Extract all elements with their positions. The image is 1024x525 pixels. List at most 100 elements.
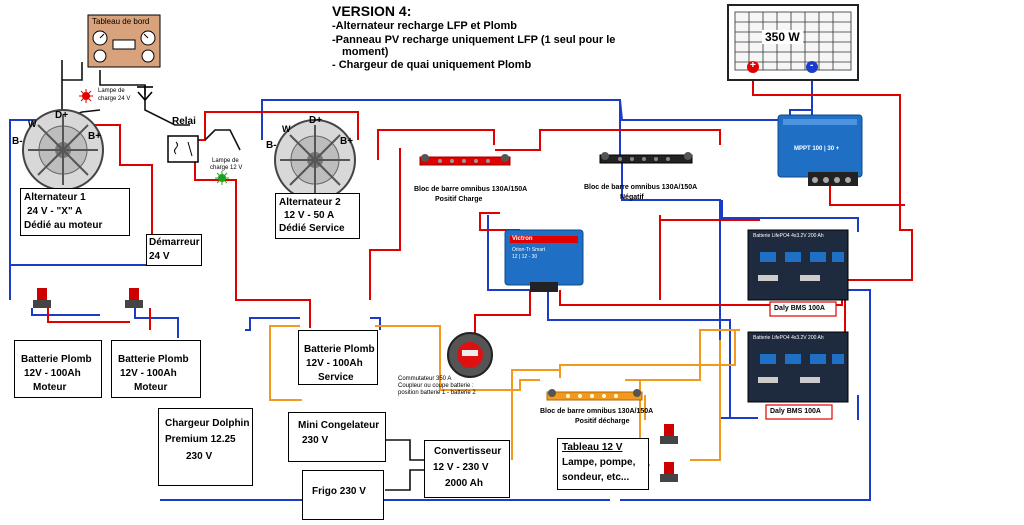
dashboard-title: Tableau de bord [92,17,150,26]
mppt-controller [777,114,863,186]
batt2-line-2: 12V - 100Ah [120,368,177,379]
lifepo-battery-2 [747,331,849,420]
batt1-line-3: Moteur [33,382,67,393]
switch-line-3: position batterie 1 - batterie 2 [398,390,476,396]
dashboard-panel [87,14,161,68]
alternator-2-box [275,193,360,239]
fridge-line-1: Frigo 230 V [312,486,366,497]
solar-plus-label: + [750,60,756,71]
batt2-line-1: Batterie Plomb [118,354,189,365]
mppt-label: MPPT 100 | 30 + [794,146,840,152]
dcdc-sub: 12 | 12 - 30 [512,254,538,260]
alt1-line-3: Dédié au moteur [24,220,103,231]
alt2-line-3: Dédié Service [279,223,345,234]
alt1-line-2: 24 V - "X" A [27,206,83,217]
battery-switch-1-icon [33,288,51,308]
alt1-terminal-bplus: B+ [88,131,102,142]
alt2-line-2: 12 V - 50 A [284,210,335,221]
lifepo2-bms: Daly BMS 100A [770,408,821,415]
solar-plus-terminal-icon [747,61,759,73]
relay-icon [167,135,199,163]
alt2-terminal-bminus: B- [266,140,277,151]
dcdc-brand: Victron [512,236,533,242]
batt2-line-3: Moteur [134,382,168,393]
solar-minus-label: - [810,60,814,71]
alt2-terminal-dplus: D+ [309,115,323,126]
busbar-neg-label-1: Bloc de barre omnibus 130A/150A [584,184,698,191]
starter-box [146,234,202,266]
busbar-pos-discharge-label-1: Bloc de barre omnibus 130A/150A [540,408,654,415]
panel12-line-1: Tableau 12 V [562,442,623,453]
freezer-line-1: Mini Congelateur [298,420,380,431]
battery-lead-motor-1 [14,340,102,398]
alt2-line-1: Alternateur 2 [279,197,341,208]
battery-selector-switch-icon [447,332,493,378]
alternator-1-icon [22,109,104,191]
lamp-12v-label-a: Lampe de [212,158,239,164]
batt-service-line-3: Service [318,372,354,383]
charge-lamp-24v-icon [79,89,93,103]
freezer-box [288,412,386,462]
busbar-positive-charge [419,154,511,166]
header-line-3: - Chargeur de quai uniquement Plomb [332,59,532,71]
header-title: VERSION 4: [332,3,412,19]
panel12-line-3: sondeur, etc... [562,472,630,483]
busbar-neg-label-2: Négatif [620,194,644,201]
charger-line-2: Premium 12.25 [165,434,236,445]
panel-12v-box [557,438,649,490]
signal-wires [59,60,425,491]
charge-lamp-12v-icon [215,171,229,185]
batt1-line-1: Batterie Plomb [21,354,92,365]
busbar-pos-charge-label-1: Bloc de barre omnibus 130A/150A [414,186,528,193]
alt1-terminal-dplus: D+ [55,110,69,121]
alt1-line-1: Alternateur 1 [24,192,86,203]
negative-wires [9,70,871,501]
inverter-box [424,440,510,498]
lifepo1-label: Batterie LifePO4 4x3.2V 200 Ah [753,233,824,239]
header-line-1: -Alternateur recharge LFP et Plomb [332,20,518,32]
batt-service-line-1: Batterie Plomb [304,344,375,355]
busbar-pos-discharge-label-2: Positif décharge [575,418,630,425]
inverter-line-1: Convertisseur [434,446,502,457]
charger-line-3: 230 V [186,451,213,462]
lifepo1-bms: Daly BMS 100A [774,305,825,312]
header-line-2a: -Panneau PV recharge uniquement LFP (1 s… [332,34,616,46]
alt1-terminal-w: W [28,119,37,129]
battery-lead-motor-2 [111,340,201,398]
fridge-box [302,470,384,520]
relay-label: Relai [172,116,196,127]
freezer-line-2: 230 V [302,435,329,446]
lifepo2-label: Batterie LifePO4 4x3.2V 200 Ah [753,335,824,341]
solar-power-label: 350 W [762,30,803,44]
dcdc-charger [504,229,584,292]
header-line-2b: moment) [342,46,389,58]
starter-line-2: 24 V [149,251,170,262]
panel-switch-2-icon [660,462,678,482]
busbar-negative [599,152,693,164]
solar-minus-terminal-icon [806,61,818,73]
battery-switch-2-icon [125,288,143,308]
switch-line-2: Coupleur ou coupe batterie : [398,383,474,389]
lifepo-battery-1 [747,229,849,317]
busbar-pos-charge-label-2: Positif Charge [435,196,483,203]
lamp-24v-label-b: charge 24 V [98,96,131,102]
battery-lead-service [298,330,378,385]
panel12-line-2: Lampe, pompe, [562,457,636,468]
lamp-24v-label-a: Lampe de [98,88,125,94]
inverter-line-2: 12 V - 230 V [433,462,489,473]
batt1-line-2: 12V - 100Ah [24,368,81,379]
positive-wires [47,80,913,390]
starter-line-1: Démarreur [149,237,200,248]
batt-service-line-2: 12V - 100Ah [306,358,363,369]
shore-charger-box [158,408,253,486]
alternator-1-box [20,188,130,236]
panel-switch-1-icon [660,424,678,444]
lamp-12v-label-b: charge 12 V [210,165,243,171]
busbar-positive-discharge [546,389,643,401]
dcdc-label: Orion-Tr Smart [512,247,546,253]
switch-line-1: Commutateur 350 A [398,376,452,382]
charger-line-1: Chargeur Dolphin [165,418,250,429]
alt1-terminal-bminus: B- [12,136,23,147]
inverter-line-3: 2000 Ah [445,478,483,489]
